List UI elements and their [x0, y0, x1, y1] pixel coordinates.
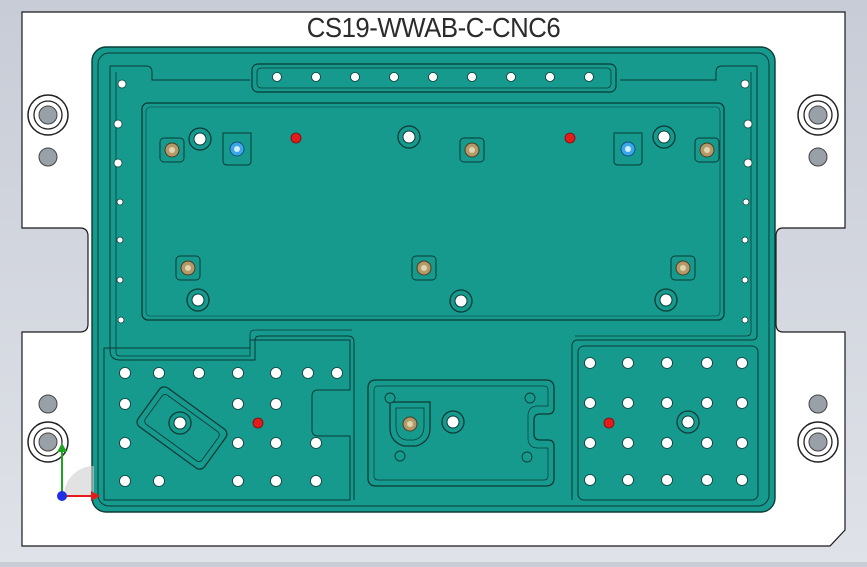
perimeter-holes [113, 79, 753, 324]
mount-hole-right-mid [808, 394, 828, 414]
lower-right-hole-grid [584, 357, 748, 486]
mount-hole-left-small [38, 147, 58, 167]
lower-left-hole-grid [119, 367, 343, 487]
locator-pins [222, 132, 643, 166]
datum-points [252, 132, 615, 429]
plate-mount-holes [27, 94, 839, 463]
threaded-inserts [159, 137, 720, 447]
center-lower-holes [384, 392, 536, 463]
mount-hole-left-mid [38, 394, 58, 414]
xyz-axis-triad-icon[interactable] [57, 443, 100, 501]
panel-bolt-holes [168, 125, 700, 435]
top-slot-holes [272, 72, 594, 82]
mount-hole-right-small [808, 147, 828, 167]
